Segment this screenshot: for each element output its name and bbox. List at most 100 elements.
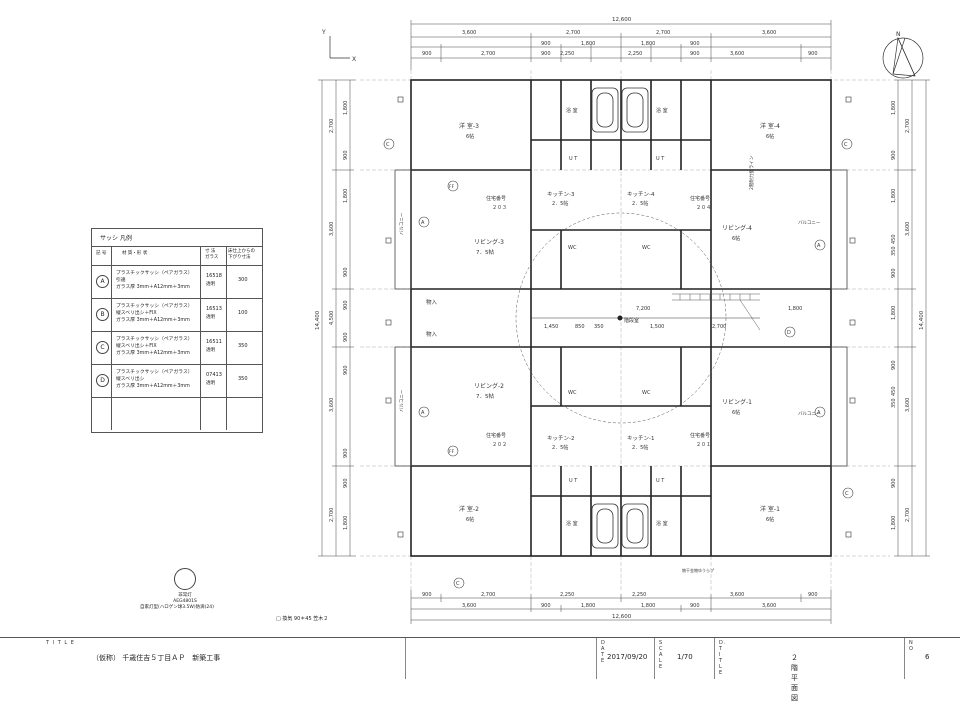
callout-d1: D xyxy=(787,330,791,336)
dim-right-b: 3,600 xyxy=(905,222,911,236)
sash-symbol-a: A xyxy=(96,275,109,288)
drawing-title-value: ２階平面図 xyxy=(791,654,798,702)
room-living2: リビング-2 xyxy=(474,382,504,390)
side-dimension-lines xyxy=(318,79,930,557)
dim-mid-850: 850 xyxy=(575,324,585,330)
legend-col-divider xyxy=(226,246,227,430)
legend-row-line1: プラスチックサッシ（ペアガラス） xyxy=(116,271,193,276)
bath-3: 浴 室 xyxy=(566,520,578,527)
dim-top-r3-g: 3,600 xyxy=(730,51,744,57)
room-living4-size: 6帖 xyxy=(732,235,740,242)
wc-1: WC xyxy=(568,245,577,251)
unit-202-label: 住宅番号 xyxy=(486,432,506,439)
dim-top-r3-c: 900 xyxy=(541,51,551,57)
dim-top-r3-a: 900 xyxy=(422,51,432,57)
date-label: D A T E xyxy=(601,640,606,664)
stair-hall xyxy=(515,212,761,424)
top-dimension-lines xyxy=(410,20,832,70)
legend-header-no: 記 号 xyxy=(96,251,107,256)
scale-cell: S C A L E 1/70 xyxy=(654,638,693,679)
bottom-dimension-lines xyxy=(410,590,832,624)
dim-top-r3-f: 900 xyxy=(690,51,700,57)
stair-room-label: 階段室 xyxy=(624,317,639,324)
callout-c1: C xyxy=(386,142,390,148)
dim-right-a: 2,700 xyxy=(905,119,911,133)
axis-x-label: X xyxy=(352,56,356,63)
dim-bot-r1-f: 900 xyxy=(808,592,818,598)
dim-left-b: 3,600 xyxy=(329,222,335,236)
legend-row-b: B プラスチックサッシ（ペアガラス） 縦スベリ出シ＋FIX ガラス厚 3mm＋A… xyxy=(92,298,262,332)
unit-204: ２０４ xyxy=(696,205,711,211)
dim-mid-2700: 2,700 xyxy=(712,324,726,330)
dim-bot-r1-a: 900 xyxy=(422,592,432,598)
room-yoshitsu1: 洋 室-1 xyxy=(760,505,780,513)
ut-1: U T xyxy=(569,156,578,162)
legend-row-code: 16513 xyxy=(206,306,222,312)
legend-row-c: C プラスチックサッシ（ペアガラス） 縦スベリ出シ＋FIX ガラス厚 3mm＋A… xyxy=(92,331,262,365)
dim-right-s7: 1,800 xyxy=(891,306,897,320)
bathtubs xyxy=(591,87,649,549)
room-kitchen3-size: 2．5帖 xyxy=(552,200,568,207)
axis-y-label: Y xyxy=(321,29,326,36)
dim-left-s9: 1,800 xyxy=(343,516,349,530)
dim-top-r1-a: 3,600 xyxy=(462,30,476,36)
legend-row-height: 100 xyxy=(238,310,248,316)
legend-row-line2: 引違 xyxy=(116,278,126,283)
dim-left-d: 3,600 xyxy=(329,398,335,412)
unit-204-label: 住宅番号 xyxy=(690,195,710,202)
sash-callouts xyxy=(383,138,854,589)
dim-top-r1-d: 3,600 xyxy=(762,30,776,36)
callout-ff1: FF xyxy=(449,184,455,190)
emergency-light-spec: 自家灯型(ハロゲン球3.5W)防滴(24) xyxy=(140,605,214,610)
unit-202: ２０２ xyxy=(492,442,507,448)
dim-mid-1500: 1,500 xyxy=(650,324,664,330)
dim-top-r3-e: 2,250 xyxy=(628,51,642,57)
callout-ff2: FF xyxy=(449,449,455,455)
project-title: （仮称） 千歳住吉５丁目ＡＰ 新築工事 xyxy=(92,654,221,662)
dim-left-s2: 900 xyxy=(343,150,349,160)
legend-row-line3: ガラス厚 3mm＋A12mm＋3mm xyxy=(116,351,190,356)
legend-col-divider xyxy=(111,246,112,430)
ut-4: U T xyxy=(656,478,665,484)
room-yoshitsu1-size: 6帖 xyxy=(766,516,774,523)
legend-row-height: 350 xyxy=(238,376,248,382)
sash-legend-table: サッシ 凡例 記 号 材 質・形 状 寸 法 ガラス 床仕上からの 下がり寸法 … xyxy=(91,228,263,433)
dim-bot-r2-d: 1,800 xyxy=(641,603,655,609)
dim-left-a: 2,700 xyxy=(329,119,335,133)
dim-top-r1-c: 2,700 xyxy=(656,30,670,36)
dim-bot-r2-c: 1,800 xyxy=(581,603,595,609)
unit-201: ２０１ xyxy=(696,442,711,448)
dim-bot-r2-a: 3,600 xyxy=(462,603,476,609)
room-yoshitsu2: 洋 室-2 xyxy=(459,505,479,513)
dim-bot-r1-d: 2,250 xyxy=(632,592,646,598)
bath-4: 浴 室 xyxy=(656,520,668,527)
dim-top-r3-h: 900 xyxy=(808,51,818,57)
dim-right-s10: 350 xyxy=(891,398,897,408)
north-compass-icon xyxy=(882,36,924,79)
legend-row-height: 350 xyxy=(238,343,248,349)
storage-1: 物入 xyxy=(426,298,438,306)
room-kitchen4: キッチン-4 xyxy=(627,191,655,198)
legend-row-line1: プラスチックサッシ（ペアガラス） xyxy=(116,304,193,309)
emergency-light-icon xyxy=(174,568,196,590)
title-divider xyxy=(405,638,406,679)
balcony-label-1: バルコニー xyxy=(399,212,405,235)
callout-a1: A xyxy=(421,220,425,226)
dim-right-s8: 900 xyxy=(891,360,897,370)
dim-right-c: 3,600 xyxy=(905,398,911,412)
dim-left-s3: 1,800 xyxy=(343,189,349,203)
dim-bot-total: 12,600 xyxy=(612,614,632,620)
dim-bot-r1-e: 3,600 xyxy=(730,592,744,598)
room-kitchen2-size: 2．5帖 xyxy=(552,444,568,451)
room-yoshitsu2-size: 6帖 xyxy=(466,516,474,523)
legend-row-line3: ガラス厚 3mm＋A12mm＋3mm xyxy=(116,285,190,290)
legend-header-height: 床仕上からの 下がり寸法 xyxy=(228,249,255,260)
balcony-label-3: バルコニー xyxy=(798,220,821,226)
room-kitchen4-size: 2．5帖 xyxy=(632,200,648,207)
room-yoshitsu4-size: 6帖 xyxy=(766,133,774,140)
legend-row-d: D プラスチックサッシ（ペアガラス） 縦スベリ出シ ガラス厚 3mm＋A12mm… xyxy=(92,364,262,398)
room-kitchen2: キッチン-2 xyxy=(547,435,574,442)
room-kitchen1: キッチン-1 xyxy=(627,435,654,442)
callout-a2: A xyxy=(421,410,425,416)
number-label: N O xyxy=(909,640,914,652)
